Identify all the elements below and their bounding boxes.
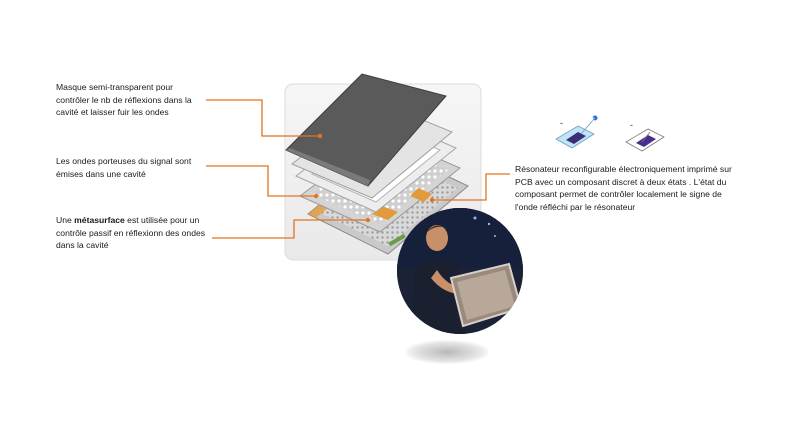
metasurface-prefix: Une (56, 215, 75, 225)
leader-metasurface (212, 219, 368, 239)
metasurface-rest: est utilisée pour un contrôle passif en … (56, 215, 206, 251)
photo-shadow (405, 340, 489, 364)
semi-transparent-mask (285, 73, 447, 187)
annotation-waves: Les ondes porteuses du signal sont émise… (56, 156, 192, 179)
leader-lines (206, 99, 510, 239)
leader-dots (313, 133, 435, 223)
mask-highlight (286, 148, 370, 186)
metasurface-term: métasurface (74, 215, 125, 225)
annotation-mask: Masque semi-transparent pour contrôler l… (56, 82, 192, 118)
leader-mask (206, 99, 320, 137)
leader-waves (206, 165, 316, 197)
sign-minus-left: - (560, 118, 563, 128)
resonator-icon-right (625, 128, 665, 152)
operator-photo (397, 208, 523, 334)
cavity-orange-accent-2 (410, 188, 432, 202)
sign-plus: + (591, 116, 595, 123)
resonator-icon-left (555, 115, 598, 149)
layer-stack (285, 73, 469, 255)
pcb-green-strip (388, 233, 406, 247)
annotation-resonator: Résonateur reconfigurable électroniqueme… (515, 164, 732, 212)
annotation-metasurface: Une métasurface est utilisée pour un con… (56, 214, 236, 252)
leader-resonator (432, 173, 510, 201)
sign-minus-right: - (630, 120, 633, 130)
operator-photo-drawing (397, 208, 523, 334)
